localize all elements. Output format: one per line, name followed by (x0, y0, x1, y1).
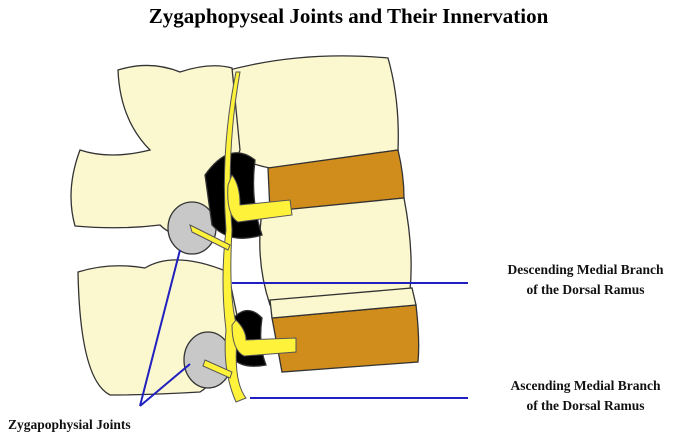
label-line: of the Dorsal Ramus (526, 398, 645, 413)
upper-posterior-elements (70, 64, 241, 237)
joint-leader-upper (139, 249, 181, 407)
diagram-title: Zygaphopyseal Joints and Their Innervati… (148, 4, 549, 28)
descending-branch-label: Descending Medial Branch of the Dorsal R… (478, 260, 693, 300)
label-line: of the Dorsal Ramus (526, 282, 645, 297)
lower-disc (271, 304, 420, 373)
joints-label: Zygapophysial Joints (8, 417, 131, 432)
label-line: Descending Medial Branch (507, 262, 664, 277)
joint-leader-lower (139, 363, 191, 407)
label-line: Ascending Medial Branch (510, 378, 661, 393)
nerve (189, 71, 297, 403)
ascending-branch-label: Ascending Medial Branch of the Dorsal Ra… (478, 376, 693, 416)
upper-vertebral-body (221, 55, 399, 169)
lower-vertebral-body (269, 287, 417, 319)
